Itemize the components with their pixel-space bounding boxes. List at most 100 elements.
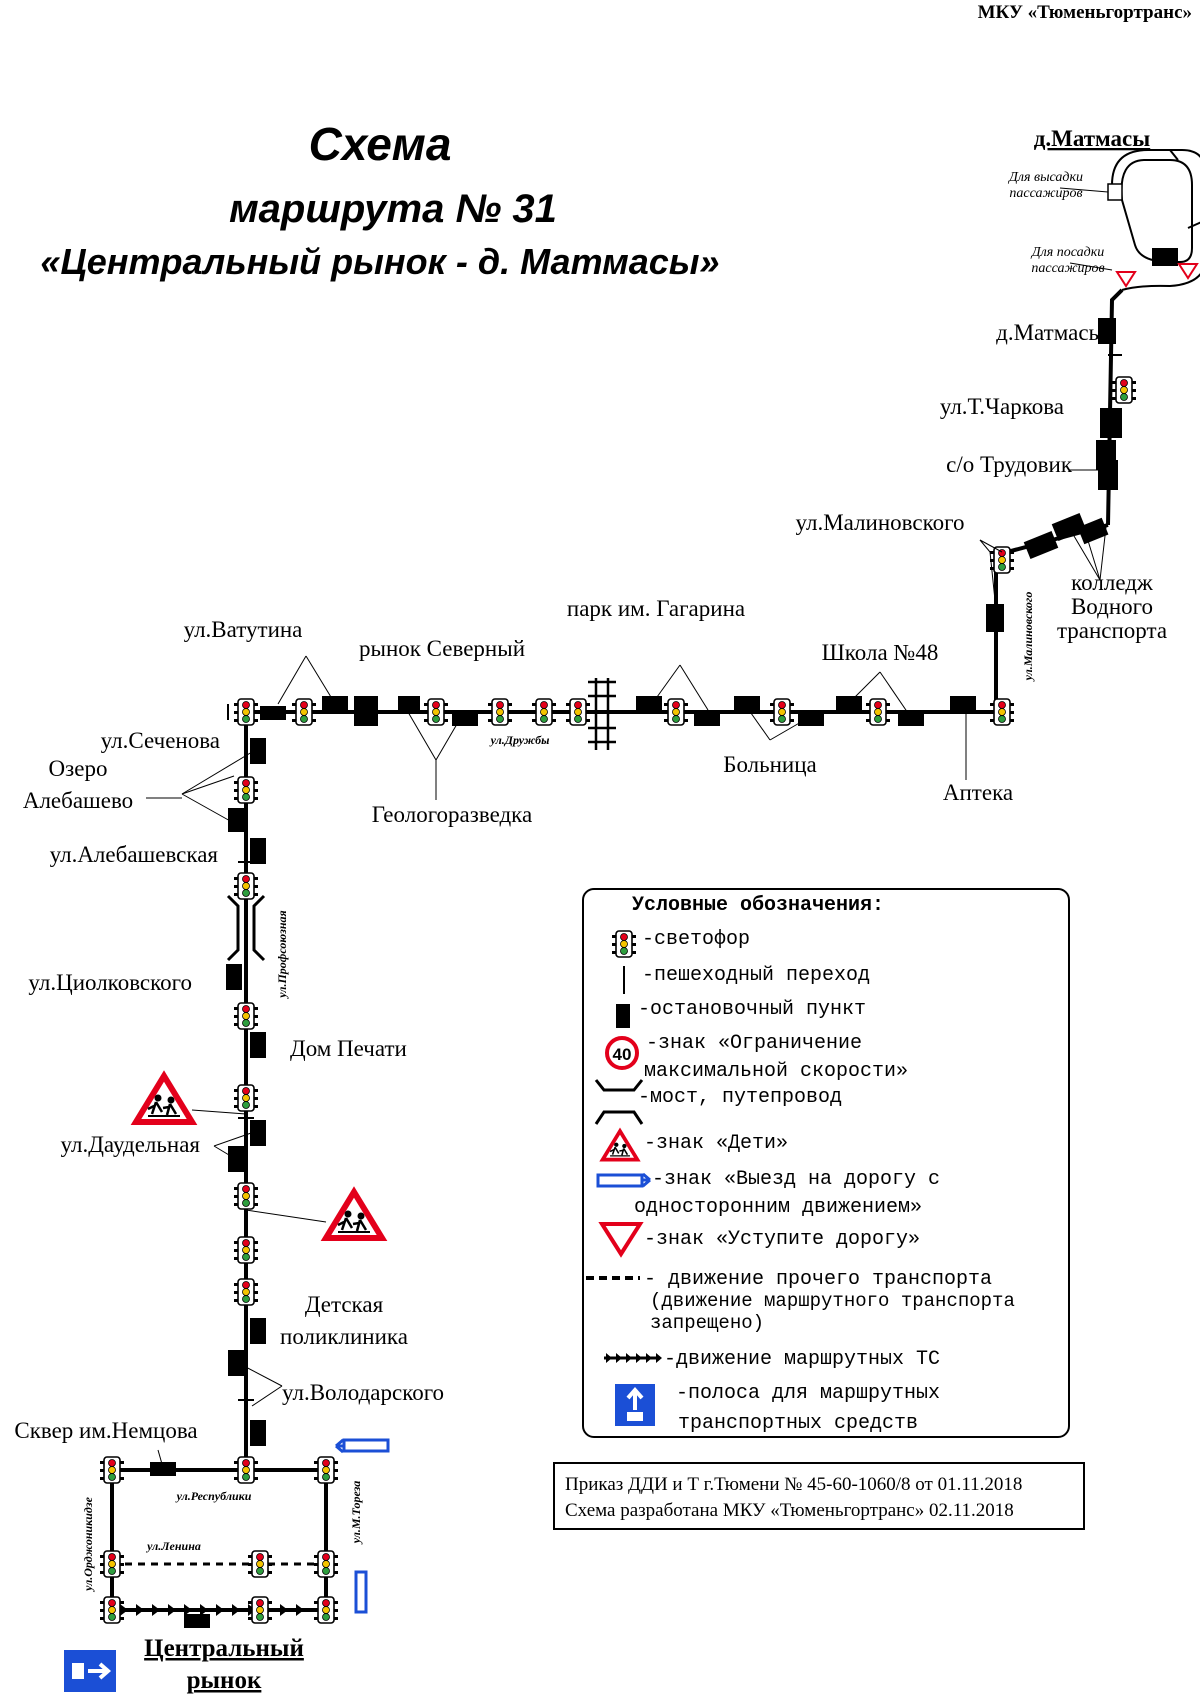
legend-item-bus-lane-2: транспортных средств: [678, 1412, 918, 1435]
traffic-light-icon: [99, 1596, 125, 1624]
legend-item-speed-2: максимальной скорости»: [644, 1060, 908, 1083]
stop-label-vatutina: ул.Ватутина: [184, 617, 303, 642]
stop-label-volodarskogo: ул.Володарского: [282, 1380, 444, 1405]
title-line1: Схема: [309, 118, 452, 170]
traffic-light-icon: [99, 1456, 125, 1484]
stop-label-matmasy: д.Матмасы: [996, 320, 1104, 345]
legend-speed-limit-value: 40: [613, 1045, 632, 1064]
terminus-title: д.Матмасы: [1034, 126, 1151, 151]
legend-item-children: -знак «Дети»: [644, 1132, 788, 1155]
legend-stop-icon: [616, 1004, 630, 1028]
legend-one-way-exit-icon: [596, 1172, 651, 1188]
legend-item-other-traffic-1: - движение прочего транспорта: [644, 1268, 992, 1291]
stop-label-skver: Сквер им.Немцова: [14, 1418, 197, 1443]
legend-route-movement-icon: [604, 1353, 662, 1363]
stop-label-alebashevskaya: ул.Алебашевская: [50, 842, 219, 867]
traffic-light-icon: [233, 1236, 259, 1264]
leader-lines: [146, 187, 1113, 1465]
legend-bridge-icon: [594, 1079, 644, 1125]
stop-label-geologorazvedka: Геологоразведка: [372, 802, 532, 827]
traffic-light-icon: [233, 698, 259, 726]
one-way-exit-sign-icon: [335, 1438, 390, 1454]
pick-up-label-1: Для посадки: [1030, 245, 1105, 260]
order-line-2: Схема разработана МКУ «Тюменьгортранс» 0…: [565, 1500, 1014, 1521]
drop-off-marker: [1107, 183, 1123, 201]
traffic-light-icon: [989, 698, 1015, 726]
traffic-light-icon: [233, 1278, 259, 1306]
traffic-light-icon: [247, 1596, 273, 1624]
title-line2: маршрута № 31: [229, 187, 557, 231]
traffic-light-icon: [865, 698, 891, 726]
legend-item-other-traffic-3: запрещено): [650, 1312, 764, 1334]
traffic-light-icon: [487, 698, 513, 726]
legend-item-traffic-light: -светофор: [642, 928, 750, 951]
street-label-profsoyuznaya: ул.Профсоюзная: [275, 910, 289, 999]
legend-item-speed-1: -знак «Ограничение: [646, 1032, 862, 1055]
title-line3: «Центральный рынок - д. Матмасы»: [40, 241, 719, 282]
drop-off-label-1: Для высадки: [1007, 170, 1083, 185]
stop-label-ozero-1: Озеро: [49, 756, 108, 781]
traffic-light-icon: [291, 698, 317, 726]
legend-item-bridge: -мост, путепровод: [638, 1086, 842, 1109]
stop-label-shkola48: Школа №48: [822, 640, 939, 665]
traffic-light-icon: [423, 698, 449, 726]
legend-item-crossing: -пешеходный переход: [642, 964, 870, 987]
legend-bus-lane-icon: [615, 1384, 655, 1426]
stop-label-detskaya-2: поликлиника: [280, 1324, 408, 1349]
traffic-light-icon: [233, 1456, 259, 1484]
terminus-stop: [1152, 248, 1178, 266]
stop-label-malinovskogo: ул.Малиновского: [796, 510, 965, 535]
stop-label-apteka: Аптека: [943, 780, 1013, 805]
stop-label-dom-pechati: Дом Печати: [290, 1036, 407, 1061]
stop-label-daudelnaya: ул.Даудельная: [61, 1132, 201, 1157]
traffic-light-icon: [233, 872, 259, 900]
legend-item-route-movement: -движение маршрутных ТС: [664, 1348, 940, 1371]
order-box: Приказ ДДИ и Т г.Тюмени № 45-60-1060/8 о…: [553, 1462, 1085, 1530]
traffic-light-icon: [233, 1084, 259, 1112]
stop-label-trudovik: с/о Трудовик: [946, 452, 1073, 477]
street-label-respubliki: ул.Республики: [175, 1489, 252, 1503]
stop-label-college-2: Водного: [1071, 594, 1153, 619]
traffic-light-icon: [313, 1596, 339, 1624]
traffic-light-icon: [769, 698, 795, 726]
traffic-light-icon: [531, 698, 557, 726]
street-label-malinovskogo: ул.Малиновского: [1021, 592, 1035, 683]
stop-label-college-1: колледж: [1071, 570, 1153, 595]
legend-box: [582, 888, 1070, 1438]
legend-item-other-traffic-2: (движение маршрутного транспорта: [650, 1290, 1015, 1312]
yield-sign-icon: [1178, 263, 1198, 279]
legend-item-one-way-1: -знак «Выезд на дорогу с: [652, 1168, 940, 1191]
bridge-icon: [226, 894, 266, 962]
stop-label-detskaya-1: Детская: [305, 1292, 384, 1317]
legend-item-yield: -знак «Уступите дорогу»: [644, 1228, 920, 1251]
overpass-icon: [588, 678, 616, 750]
street-label-lenina: ул.Ленина: [145, 1539, 201, 1553]
children-sign-icon: [136, 1076, 192, 1122]
traffic-light-icon: [1111, 376, 1137, 404]
stop-label-central-market-1: Центральный: [144, 1635, 304, 1662]
legend-yield-sign-icon: [598, 1222, 644, 1258]
order-line-1: Приказ ДДИ и Т г.Тюмени № 45-60-1060/8 о…: [565, 1474, 1023, 1495]
pick-up-label-2: пассажиров: [1031, 261, 1104, 276]
traffic-light-icon: [313, 1550, 339, 1578]
traffic-light-icon: [99, 1550, 125, 1578]
stop-label-ozero-2: Алебашево: [23, 788, 133, 813]
drop-off-label-2: пассажиров: [1009, 186, 1082, 201]
legend-item-stop: -остановочный пункт: [638, 998, 866, 1021]
children-sign-icon: [326, 1192, 382, 1238]
street-label-ordzhonikidze: ул.Орджоникидзе: [81, 1496, 95, 1592]
traffic-light-icon: [663, 698, 689, 726]
legend-item-one-way-2: односторонним движением»: [634, 1196, 922, 1219]
traffic-light-icon: [313, 1456, 339, 1484]
legend-speed-limit-icon: 40: [605, 1036, 639, 1070]
stop-label-college-3: транспорта: [1057, 618, 1167, 643]
legend-title: Условные обозначения:: [632, 894, 884, 917]
traffic-light-icon: [233, 1002, 259, 1030]
yield-sign-icon: [1116, 271, 1136, 287]
traffic-light-icon: [247, 1550, 273, 1578]
stop-label-rynok-severny: рынок Северный: [359, 636, 525, 661]
pedestrian-crossings: [227, 354, 1122, 1401]
stops: [150, 318, 1122, 1628]
stop-label-charkova: ул.Т.Чаркова: [940, 394, 1064, 419]
